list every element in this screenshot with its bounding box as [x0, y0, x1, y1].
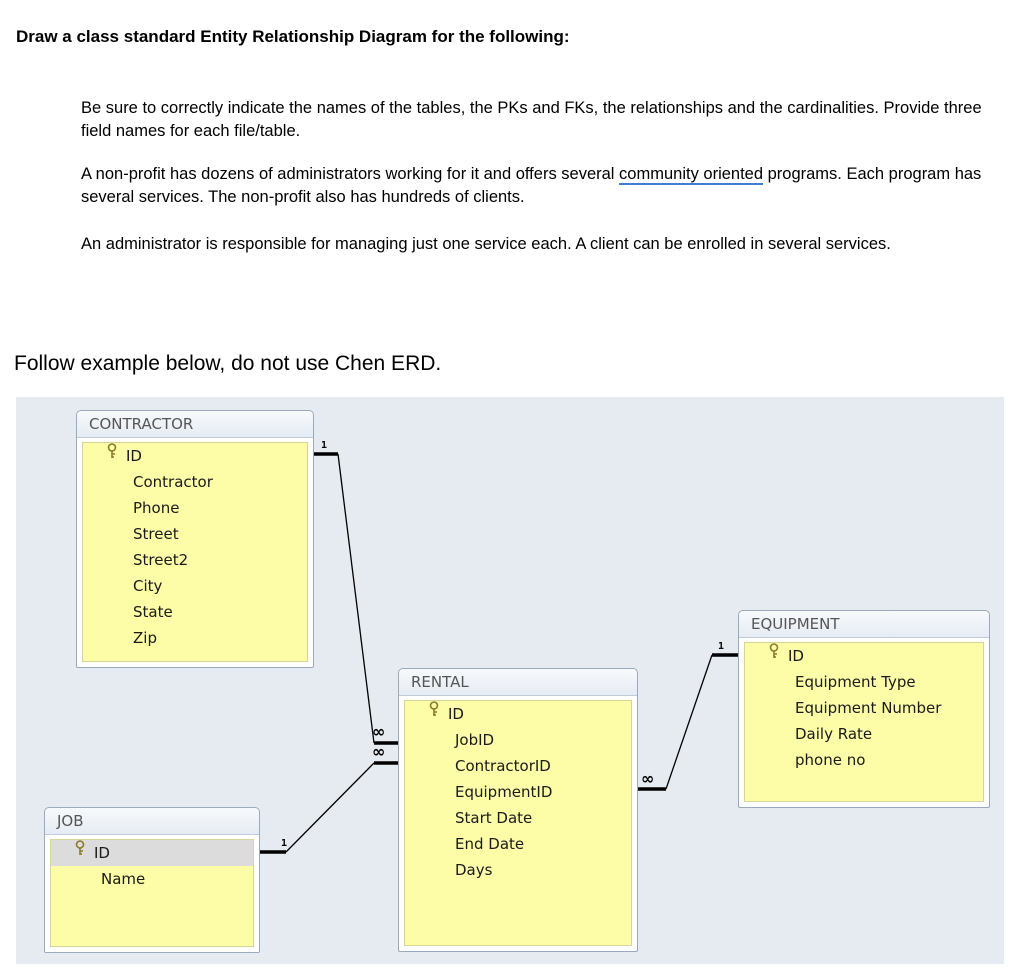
- cardinality-one-equipment: 1: [718, 641, 724, 652]
- contractor-pk-row[interactable]: ID: [83, 443, 307, 469]
- rental-field: ContractorID: [455, 757, 551, 775]
- primary-key-icon: [769, 643, 779, 658]
- equipment-pk-field: ID: [788, 647, 804, 665]
- primary-key-icon: [429, 701, 439, 716]
- contractor-rental-line: [337, 453, 375, 744]
- equipment-field: Equipment Number: [795, 699, 942, 717]
- rental-pk-row[interactable]: ID: [405, 701, 631, 727]
- rental-field: Start Date: [455, 809, 533, 827]
- contractor-field: Contractor: [133, 473, 213, 491]
- rental-table-title: RENTAL: [399, 669, 637, 696]
- rental-field: End Date: [455, 835, 525, 853]
- rental-table[interactable]: RENTAL ID JobID ContractorID EquipmentID…: [398, 668, 638, 952]
- contractor-field: Zip: [133, 629, 157, 647]
- rental-field-list: ID JobID ContractorID EquipmentID Start …: [404, 700, 632, 946]
- contractor-table[interactable]: CONTRACTOR ID Contractor Phone Street St…: [76, 410, 314, 668]
- job-field: Name: [101, 870, 146, 888]
- follow-example-note: Follow example below, do not use Chen ER…: [14, 352, 442, 375]
- equipment-pk-row[interactable]: ID: [745, 643, 983, 669]
- paragraph-2-text-end: programs. Each program has several servi…: [81, 165, 982, 206]
- contractor-field: Street: [133, 525, 179, 543]
- job-pk-field: ID: [94, 844, 110, 862]
- contractor-field: Phone: [133, 499, 180, 517]
- rental-field: EquipmentID: [455, 783, 553, 801]
- relationship-lines: 1 ∞ 1 ∞ 1 ∞: [259, 440, 738, 854]
- primary-key-icon: [75, 840, 85, 855]
- cardinality-many-equipment: ∞: [641, 769, 654, 788]
- rental-field: JobID: [455, 731, 495, 749]
- rental-pk-field: ID: [448, 705, 464, 723]
- erd-example-diagram: 1 ∞ 1 ∞ 1 ∞ CONTRACTOR ID Contractor Pho…: [16, 397, 1004, 964]
- job-field-list: ID Name: [50, 839, 254, 947]
- cardinality-many-contractor: ∞: [372, 722, 385, 741]
- contractor-table-title: CONTRACTOR: [77, 411, 313, 438]
- job-pk-row[interactable]: ID: [51, 840, 253, 866]
- underlined-phrase: community oriented: [619, 165, 764, 185]
- equipment-field: Daily Rate: [795, 725, 873, 743]
- assignment-heading: Draw a class standard Entity Relationshi…: [16, 27, 570, 46]
- equipment-field: phone no: [795, 751, 866, 769]
- cardinality-one-job: 1: [281, 838, 287, 849]
- equipment-field: Equipment Type: [795, 673, 916, 691]
- paragraph-2-text-start: A non-profit has dozens of administrator…: [81, 165, 620, 183]
- contractor-field: Street2: [133, 551, 189, 569]
- rental-field: Days: [455, 861, 493, 879]
- job-rental-line: [285, 762, 375, 853]
- instruction-paragraph-2: A non-profit has dozens of administrator…: [81, 163, 1001, 209]
- equipment-field-list: ID Equipment Type Equipment Number Daily…: [744, 642, 984, 802]
- cardinality-many-job: ∞: [372, 742, 385, 761]
- contractor-field-list: ID Contractor Phone Street Street2 City …: [82, 442, 308, 662]
- contractor-field: State: [133, 603, 173, 621]
- contractor-field: City: [133, 577, 163, 595]
- equipment-rental-line: [665, 654, 713, 790]
- job-table[interactable]: JOB ID Name: [44, 807, 260, 953]
- job-table-title: JOB: [45, 808, 259, 835]
- contractor-pk-field: ID: [126, 447, 142, 465]
- equipment-table-title: EQUIPMENT: [739, 611, 989, 638]
- instruction-paragraph-1: Be sure to correctly indicate the names …: [81, 99, 982, 140]
- equipment-table[interactable]: EQUIPMENT ID Equipment Type Equipment Nu…: [738, 610, 990, 808]
- primary-key-icon: [107, 443, 117, 458]
- instruction-paragraph-3: An administrator is responsible for mana…: [81, 235, 891, 253]
- cardinality-one-contractor: 1: [321, 440, 327, 451]
